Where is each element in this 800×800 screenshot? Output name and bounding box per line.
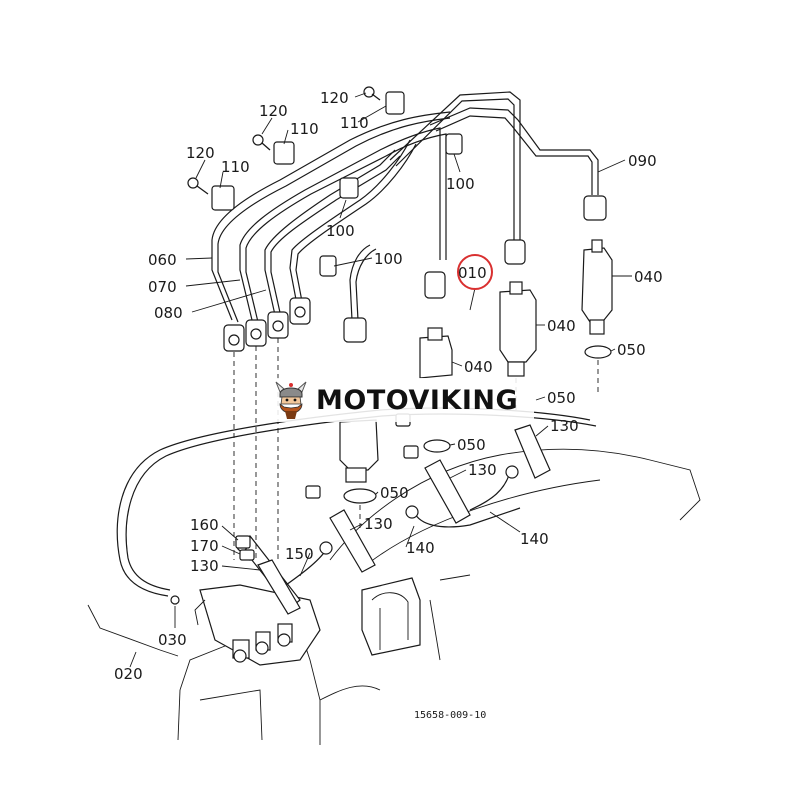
glow-plugs	[235, 413, 551, 615]
viking-mascot-icon	[275, 381, 307, 419]
brand-name: MOTOVIKING	[316, 384, 519, 416]
callout-040: 040	[547, 317, 576, 335]
callout-090: 090	[628, 152, 657, 170]
callout-050: 050	[380, 484, 409, 502]
callout-120: 120	[259, 102, 288, 120]
callout-060: 060	[148, 251, 177, 269]
callout-140: 140	[406, 539, 435, 557]
callout-020: 020	[114, 665, 143, 683]
callout-130: 130	[364, 515, 393, 533]
injection-nozzles	[339, 239, 613, 504]
callout-120: 120	[186, 144, 215, 162]
callout-160: 160	[190, 516, 219, 534]
callout-030: 030	[158, 631, 187, 649]
callout-110: 110	[221, 158, 250, 176]
pipe-nuts	[223, 195, 607, 352]
highlight-circle	[457, 254, 493, 290]
callout-110: 110	[340, 114, 369, 132]
callout-040: 040	[464, 358, 493, 376]
callout-100: 100	[446, 175, 475, 193]
assembly-lines	[233, 338, 599, 560]
callout-130: 130	[550, 417, 579, 435]
callout-130: 130	[468, 461, 497, 479]
callout-070: 070	[148, 278, 177, 296]
callout-140: 140	[520, 530, 549, 548]
callout-170: 170	[190, 537, 219, 555]
brand-watermark: MOTOVIKING	[272, 378, 534, 422]
injection-pipes	[211, 91, 599, 323]
callout-050: 050	[617, 341, 646, 359]
leader-lines	[129, 92, 632, 668]
callout-010-highlighted: 010	[458, 264, 487, 282]
callout-100: 100	[326, 222, 355, 240]
callout-050: 050	[547, 389, 576, 407]
callout-150: 150	[285, 545, 314, 563]
callout-120: 120	[320, 89, 349, 107]
pipe-clamps	[187, 86, 463, 277]
callout-100: 100	[374, 250, 403, 268]
callout-110: 110	[290, 120, 319, 138]
callout-130: 130	[190, 557, 219, 575]
callout-040: 040	[634, 268, 663, 286]
callout-080: 080	[154, 304, 183, 322]
drawing-number: 15658-009-10	[414, 710, 486, 721]
callout-050: 050	[457, 436, 486, 454]
callout-labels: 120 110 120 110 120 110 100 100 100 090 …	[114, 89, 663, 721]
